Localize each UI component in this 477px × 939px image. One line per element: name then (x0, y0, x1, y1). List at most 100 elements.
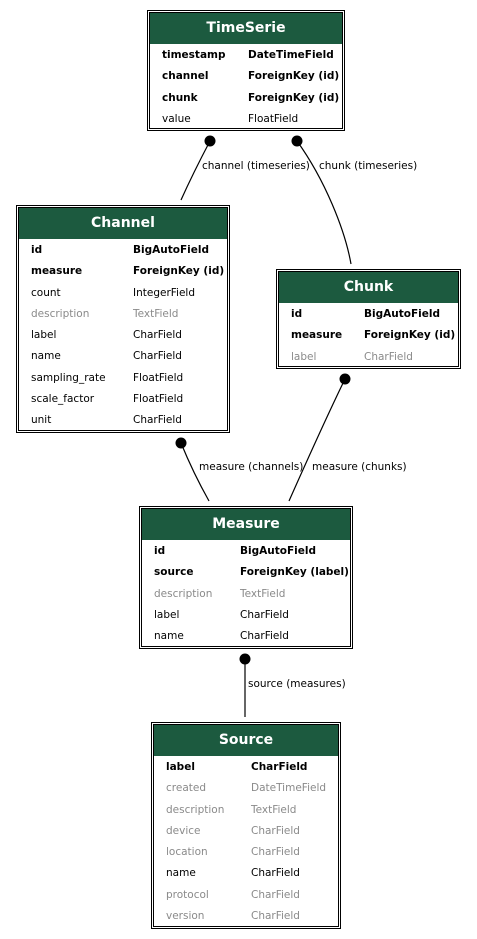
field-row: version CharField (152, 906, 340, 927)
field-type: CharField (251, 846, 300, 859)
field-name: channel (162, 70, 209, 83)
field-type: BigAutoField (240, 545, 316, 557)
field-name: description (154, 587, 213, 600)
field-name: device (166, 824, 201, 837)
edge-label-timeserie-channel: channel (timeseries) (202, 160, 310, 172)
field-type: ForeignKey (id) (364, 329, 456, 342)
field-name: sampling_rate (31, 371, 106, 384)
field-type: FloatField (133, 371, 184, 384)
field-name: count (31, 286, 61, 299)
field-type: CharField (240, 608, 289, 621)
field-type: FloatField (248, 112, 299, 125)
field-type: ForeignKey (id) (248, 70, 340, 83)
field-row: timestamp DateTimeField (148, 45, 344, 66)
edge-channel-measure (180, 442, 210, 502)
model-title-source: Source (154, 725, 338, 756)
field-name: created (166, 782, 206, 795)
field-type: CharField (133, 350, 182, 363)
field-type: ForeignKey (id) (133, 265, 225, 278)
field-type: BigAutoField (133, 244, 209, 256)
field-name: value (162, 112, 191, 125)
model-title-measure: Measure (142, 509, 350, 540)
field-name: label (166, 761, 195, 773)
field-row: created DateTimeField (152, 778, 340, 799)
field-type: TextField (240, 587, 286, 600)
field-type: DateTimeField (248, 49, 334, 61)
field-name: label (291, 350, 317, 363)
field-row: label CharField (152, 757, 340, 778)
field-type: FloatField (133, 393, 184, 406)
field-type: CharField (133, 414, 182, 427)
field-row: name CharField (17, 346, 229, 367)
edge-label-timeserie-chunk: chunk (timeseries) (319, 160, 418, 172)
field-name: id (291, 308, 303, 320)
field-type: CharField (251, 824, 300, 837)
field-name: name (31, 350, 61, 363)
edge-label-measure-source: source (measures) (248, 678, 346, 690)
field-type: CharField (251, 867, 300, 880)
field-name: description (31, 307, 90, 320)
field-name: measure (291, 329, 343, 342)
edge-end-dot (339, 373, 351, 385)
model-title-timeserie: TimeSerie (150, 13, 342, 44)
edge-end-dot (175, 437, 187, 449)
field-type: CharField (251, 910, 300, 923)
field-row: location CharField (152, 842, 340, 863)
edge-end-dot (291, 135, 303, 147)
edge-chunk-measure (288, 378, 346, 502)
field-type: IntegerField (133, 286, 196, 299)
field-name: location (166, 846, 208, 859)
field-row: channel ForeignKey (id) (148, 66, 344, 87)
field-type: CharField (251, 761, 308, 773)
field-row: id BigAutoField (140, 541, 352, 562)
field-type: ForeignKey (id) (248, 91, 340, 104)
field-row: measure ForeignKey (id) (17, 261, 229, 282)
edge-end-dot (204, 135, 216, 147)
field-name: version (166, 910, 205, 923)
edge-timeserie-channel (180, 140, 211, 201)
field-list: id BigAutoField measure ForeignKey (id) labe… (277, 303, 460, 368)
field-name: unit (31, 414, 52, 427)
field-row: id BigAutoField (277, 304, 460, 325)
field-row: sampling_rate FloatField (17, 368, 229, 389)
field-row: description TextField (140, 584, 352, 605)
field-type: BigAutoField (364, 308, 440, 320)
field-name: id (154, 545, 166, 557)
model-title-channel: Channel (19, 208, 227, 239)
field-row: unit CharField (17, 410, 229, 431)
edge-label-channel-measure: measure (channels) (199, 461, 304, 473)
field-row: value FloatField (148, 109, 344, 130)
field-type: ForeignKey (label) (240, 566, 349, 579)
field-type: DateTimeField (251, 782, 327, 795)
edge-timeserie-chunk (296, 140, 352, 265)
field-row: label CharField (17, 325, 229, 346)
field-row: measure ForeignKey (id) (277, 325, 460, 346)
field-name: timestamp (162, 49, 226, 61)
field-row: count IntegerField (17, 283, 229, 304)
field-name: measure (31, 265, 83, 278)
edge-label-chunk-measure: measure (chunks) (312, 461, 407, 473)
field-name: description (166, 803, 225, 816)
field-type: CharField (133, 329, 182, 342)
field-name: label (31, 329, 57, 342)
field-name: name (154, 630, 184, 643)
